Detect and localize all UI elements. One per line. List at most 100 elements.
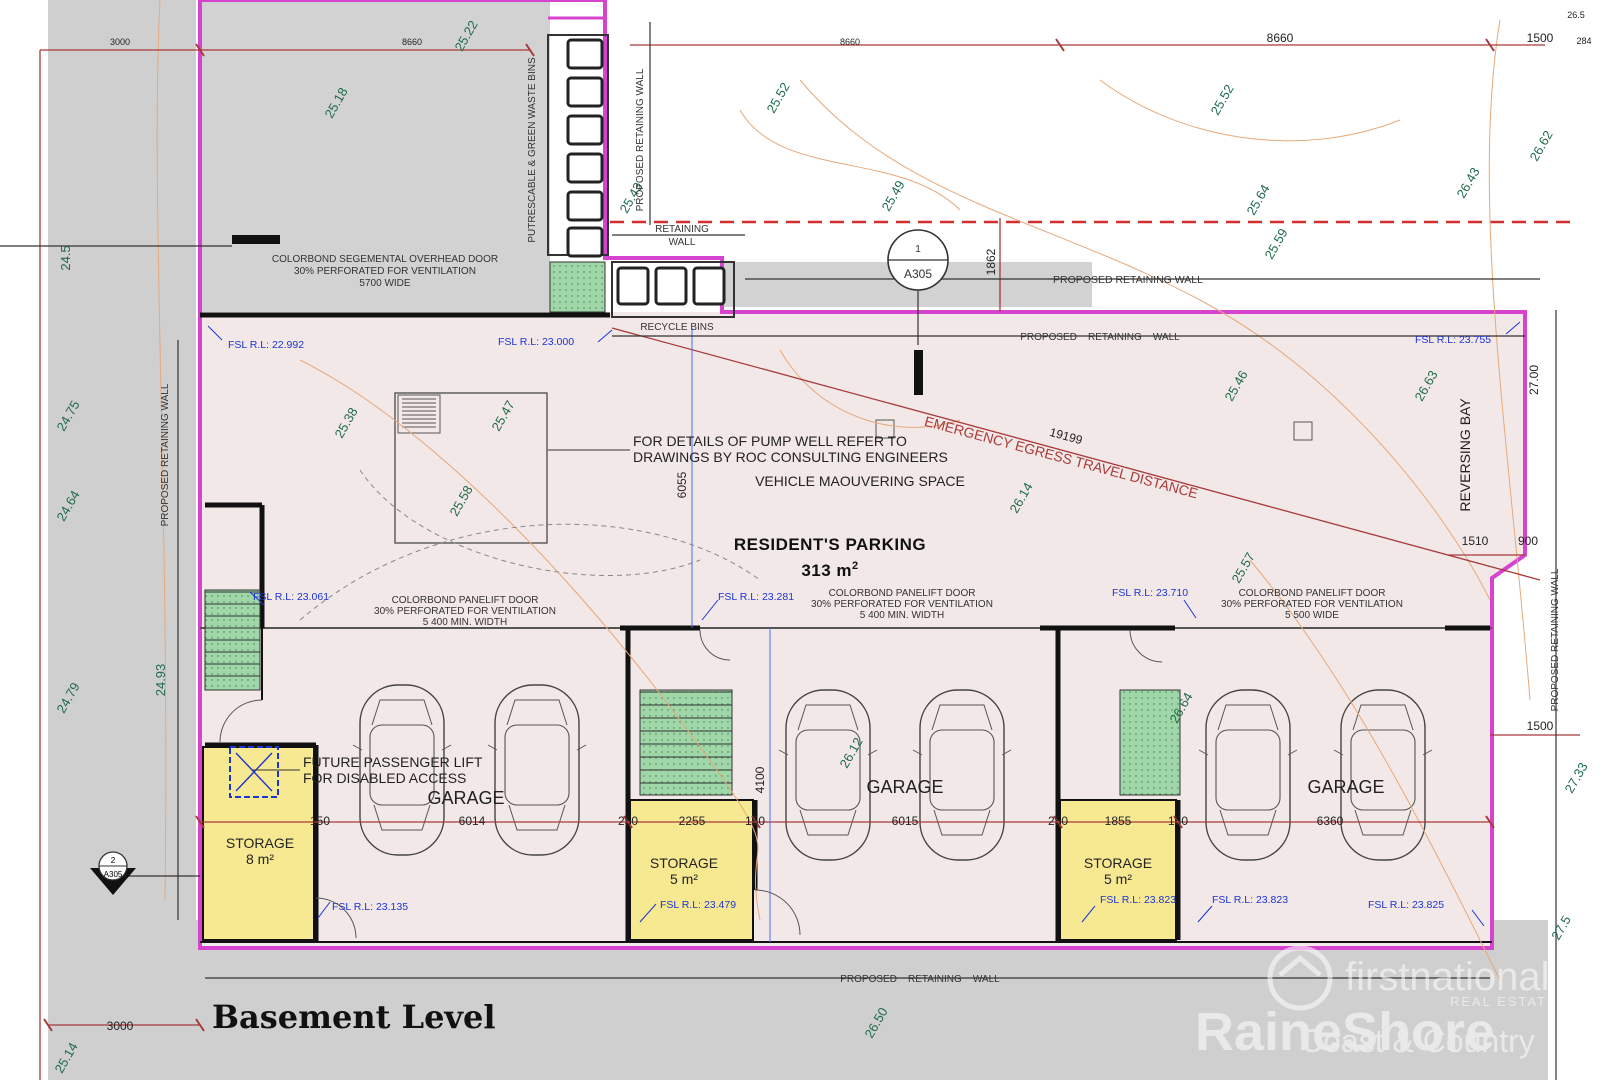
contour-level-label: 26.62: [1526, 128, 1555, 164]
contour-level-label: 25.52: [763, 80, 792, 116]
brand-main: RaineShore: [1195, 1002, 1495, 1062]
vehicle-space-label: VEHICLE MAOUVERING SPACE: [755, 473, 965, 489]
dim-2255: 2255: [679, 814, 706, 828]
waste-bin-icon: [566, 226, 604, 258]
storage-1-area: 8 m²: [246, 851, 274, 867]
dim-3000-bottom: 3000: [107, 1019, 134, 1033]
storage-3-area: 5 m²: [1104, 871, 1132, 887]
storage-3-label: STORAGE: [1084, 855, 1152, 871]
brand-sub: REAL ESTATE: [1450, 994, 1558, 1009]
dimension-lines: [39, 44, 1580, 1080]
pump-note-2: DRAWINGS BY ROC CONSULTING ENGINEERS: [633, 449, 948, 465]
fsl-e: FSL R.L: 23.281: [718, 591, 794, 603]
fsl-f: FSL R.L: 23.710: [1112, 587, 1188, 599]
fsl-h: FSL R.L: 23.479: [660, 899, 736, 911]
section-marker-1: 1 A305: [887, 229, 949, 345]
basement-floor: [200, 312, 1525, 948]
parking-area-value: 313 m: [801, 561, 852, 580]
fsl-d: FSL R.L: 23.061: [253, 591, 329, 603]
panel-door-3-note-2: 30% PERFORATED FOR VENTILATION: [1221, 599, 1403, 610]
brand-top: firstnational: [1345, 955, 1550, 999]
pump-grate-lines: [402, 398, 436, 428]
contour-level-label: 27.33: [1561, 760, 1590, 796]
garage-1-label: GARAGE: [427, 788, 504, 808]
dim-250-a: 250: [618, 814, 638, 828]
contour-lines: [156, 0, 1531, 981]
panel-door-3-note-3: 5 500 WIDE: [1285, 610, 1339, 621]
svg-text:1: 1: [915, 244, 921, 255]
parking-title: RESIDENT'S PARKING: [734, 535, 926, 554]
entry-driveway: [200, 0, 550, 312]
bin-landscape-hatch: [549, 261, 606, 313]
drain-pit-1: [875, 419, 895, 439]
proposed-retaining-wall-right: PROPOSED RETAINING WALL: [1550, 568, 1561, 711]
dim-1500-top: 1500: [1527, 31, 1554, 45]
dim-6360: 6360: [1317, 814, 1344, 828]
bin-icons: [566, 38, 604, 258]
storage-room-2: [629, 799, 754, 941]
pump-well: [394, 392, 548, 544]
site-strip-left: [48, 0, 196, 920]
panel-door-1-note-1: COLORBOND PANELIFT DOOR: [392, 595, 539, 606]
dim-3000-top: 3000: [110, 37, 130, 47]
section-marker-2: 2 A305: [90, 851, 136, 895]
retaining-wall-lines: [0, 22, 1557, 1080]
recycle-label: RECYCLE BINS: [640, 322, 714, 333]
dim-8660-a: 8660: [402, 37, 422, 47]
panel-door-1-note-2: 30% PERFORATED FOR VENTILATION: [374, 606, 556, 617]
panel-door-2-note-1: COLORBOND PANELIFT DOOR: [829, 588, 976, 599]
dim-265: 26.5: [1567, 10, 1585, 20]
contour-level-label: 25.64: [1243, 182, 1272, 218]
plan-title: Basement Level: [212, 998, 496, 1036]
svg-text:2: 2: [111, 856, 116, 865]
contour-level-label: 25.52: [1207, 82, 1236, 118]
lift-cross-b: [235, 752, 273, 792]
contour-level-label: 27.5: [1548, 913, 1574, 942]
waste-bin-icon: [566, 38, 604, 70]
panel-door-2-note-2: 30% PERFORATED FOR VENTILATION: [811, 599, 993, 610]
site-boundary: [198, 0, 1527, 950]
fsl-k: FSL R.L: 23.825: [1368, 899, 1444, 911]
recycle-bin-icon: [616, 266, 650, 306]
contour-level-label: 26.43: [1453, 165, 1482, 201]
dim-150-a: 150: [310, 814, 330, 828]
lift-note-1: FUTURE PASSENGER LIFT: [303, 754, 483, 770]
brand-tag: Coast & Country: [1300, 1023, 1535, 1059]
brand-logo-icon: [1267, 945, 1333, 1011]
pump-grate: [397, 394, 441, 434]
storage-1-label: STORAGE: [226, 835, 294, 851]
door-swings: [219, 629, 1163, 939]
signage-bar: [232, 235, 280, 244]
contour-level-label: 24.5: [58, 245, 73, 270]
overhead-door-note-2: 30% PERFORATED FOR VENTILATION: [294, 266, 476, 277]
fsl-g: FSL R.L: 23.135: [332, 901, 408, 913]
stair-right: [1119, 689, 1181, 796]
dim-4100: 4100: [753, 766, 767, 793]
storage-2-label: STORAGE: [650, 855, 718, 871]
proposed-retaining-wall-bottom: PROPOSED RETAINING WALL: [840, 974, 1000, 985]
boundary-bottom-right: [1491, 553, 1526, 580]
dim-8660-c: 8660: [1267, 31, 1294, 45]
storage-room-3: [1059, 799, 1177, 941]
fsl-labels: FSL R.L: 22.992 FSL R.L: 23.000 FSL R.L:…: [207, 321, 1521, 927]
storage-room-1: [202, 746, 315, 941]
contour-level-label: 24.93: [153, 664, 168, 697]
panel-door-1-note-3: 5 400 MIN. WIDTH: [423, 617, 507, 628]
recycle-bin-icon: [654, 266, 688, 306]
turning-arc: [299, 469, 761, 621]
column: [914, 350, 923, 395]
dim-8660-b: 8660: [840, 37, 860, 47]
stair-mid: [639, 689, 733, 796]
dim-6014: 6014: [459, 814, 486, 828]
dim-900: 900: [1518, 534, 1538, 548]
proposed-retaining-wall-v-top: PROPOSED RETAINING WALL: [635, 68, 646, 211]
reversing-bay-label: REVERSING BAY: [1457, 398, 1473, 512]
parking-area: 313 m2: [801, 560, 858, 580]
proposed-retaining-wall-top: PROPOSED RETAINING WALL: [1053, 274, 1203, 286]
svg-text:A305: A305: [104, 870, 123, 879]
dim-6055: 6055: [675, 471, 689, 498]
fsl-i: FSL R.L: 23.823: [1100, 894, 1176, 906]
dim-1862: 1862: [984, 248, 998, 275]
waste-bin-icon: [566, 152, 604, 184]
